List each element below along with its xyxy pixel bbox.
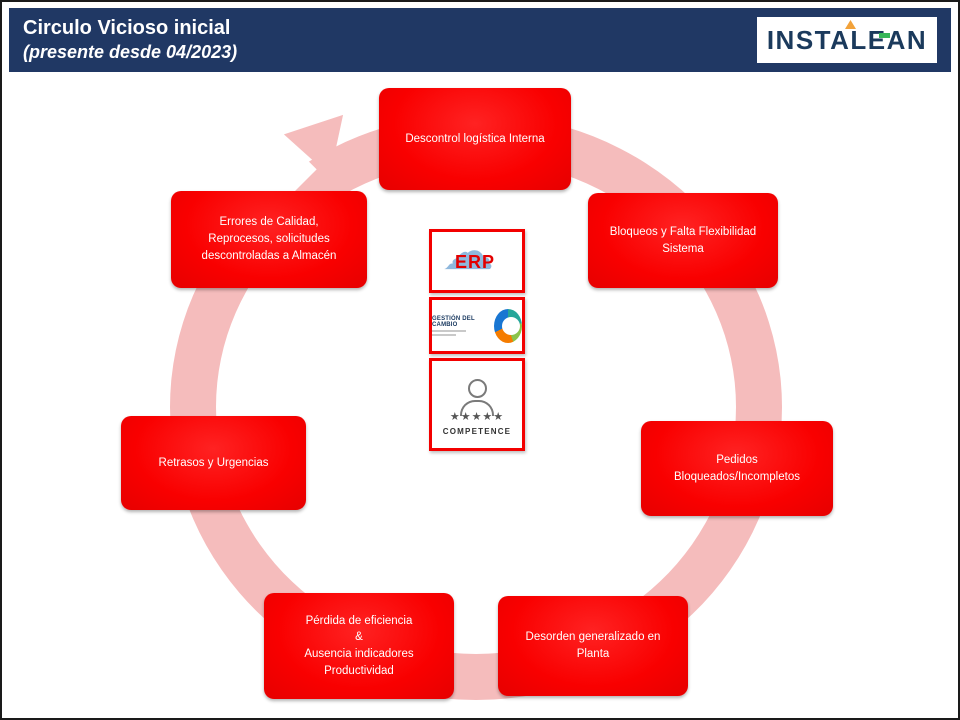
cloud-icon: ☁ ERP (442, 229, 496, 281)
circular-arrows-icon (493, 308, 522, 343)
node-label: Bloqueos y Falta Flexibilidad Sistema (609, 225, 757, 255)
change-management-title: GESTIÓN DEL CAMBIO (432, 315, 475, 328)
node-label: Descontrol logística Interna (405, 132, 545, 145)
cycle-node-desorden-planta: Desorden generalizado en Planta (498, 596, 688, 696)
cycle-node-descontrol-logistica: Descontrol logística Interna (379, 88, 571, 190)
node-label: Pérdida de eficiencia & Ausencia indicad… (304, 614, 414, 677)
instalean-logo-text: INSTALEAN (766, 24, 928, 55)
decorative-line (432, 329, 466, 332)
slide-title: Circulo Vicioso inicial (23, 17, 231, 40)
node-label: Retrasos y Urgencias (158, 456, 269, 469)
cycle-node-pedidos-bloqueados: Pedidos Bloqueados/Incompletos (641, 421, 833, 516)
slide-subtitle: (presente desde 04/2023) (23, 42, 238, 63)
competence-label: COMPETENCE (442, 427, 512, 436)
node-label: Desorden generalizado en Planta (525, 631, 661, 660)
header-bar: Circulo Vicioso inicial (presente desde … (9, 8, 951, 72)
logo-green-accent-icon (879, 33, 890, 38)
change-management-badge: GESTIÓN DEL CAMBIO (429, 297, 525, 354)
title-block: Circulo Vicioso inicial (presente desde … (23, 16, 237, 64)
cycle-node-retrasos-urgencias: Retrasos y Urgencias (121, 416, 306, 510)
change-management-text: GESTIÓN DEL CAMBIO (432, 316, 490, 336)
instalean-logo: INSTALEAN (757, 17, 937, 63)
cycle-node-bloqueos-sistema: Bloqueos y Falta Flexibilidad Sistema (588, 193, 778, 288)
cycle-node-perdida-eficiencia: Pérdida de eficiencia & Ausencia indicad… (264, 593, 454, 699)
node-label: Errores de Calidad, Reprocesos, solicitu… (201, 216, 337, 262)
competence-stars: ★★★★★ (449, 411, 505, 423)
logo-orange-accent-icon (845, 20, 856, 29)
erp-badge: ☁ ERP (429, 229, 525, 293)
person-icon (467, 379, 487, 398)
node-label: Pedidos Bloqueados/Incompletos (674, 453, 800, 483)
competence-badge: ★★★★★ COMPETENCE (429, 358, 525, 451)
cycle-node-errores-calidad: Errores de Calidad, Reprocesos, solicitu… (171, 191, 367, 288)
decorative-line (432, 333, 456, 336)
erp-label: ERP (455, 252, 496, 272)
